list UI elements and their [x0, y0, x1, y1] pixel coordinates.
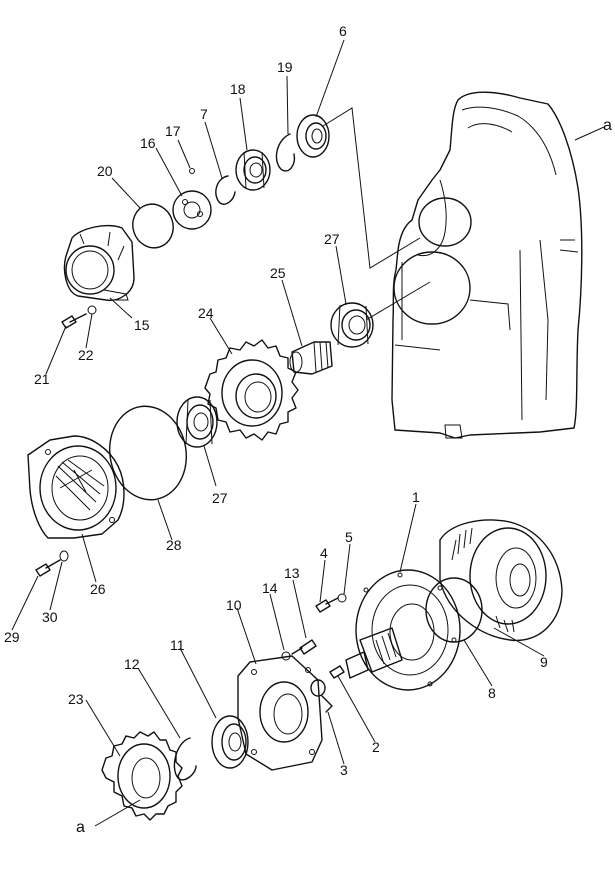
label-4: 4 — [320, 545, 328, 561]
label-5: 5 — [345, 529, 353, 545]
washer-5 — [337, 593, 347, 603]
bolt-4 — [315, 597, 339, 613]
gear-23 — [101, 731, 183, 821]
label-8: 8 — [488, 685, 496, 701]
label-26: 26 — [90, 581, 106, 597]
label-20: 20 — [97, 163, 113, 179]
label-23: 23 — [68, 691, 84, 707]
seal-ring-20 — [132, 203, 174, 249]
reference-a-top: a — [603, 117, 612, 134]
label-24: 24 — [198, 305, 214, 321]
transmission-case — [391, 91, 583, 439]
label-11: 11 — [170, 637, 185, 653]
label-3: 3 — [340, 762, 348, 778]
spline-shaft-25 — [289, 341, 333, 375]
snap-ring-12 — [173, 737, 197, 781]
snap-ring-19 — [275, 133, 296, 172]
label-10: 10 — [226, 597, 242, 613]
pump-flange-1 — [345, 569, 461, 691]
part-labels: 6 19 18 7 17 16 20 15 21 22 24 25 27 27 … — [4, 23, 612, 836]
label-12: 12 — [124, 656, 140, 672]
label-2: 2 — [372, 739, 380, 755]
label-17: 17 — [165, 123, 181, 139]
housing-9 — [439, 519, 563, 642]
bolt-21 — [61, 313, 87, 329]
label-18: 18 — [230, 81, 246, 97]
label-21: 21 — [34, 371, 50, 387]
label-9: 9 — [540, 654, 548, 670]
retainer-10 — [237, 655, 323, 771]
label-1: 1 — [412, 489, 420, 505]
plug-3 — [310, 679, 333, 713]
label-27-top: 27 — [324, 231, 340, 247]
bearing-11 — [211, 715, 249, 769]
label-14: 14 — [262, 580, 278, 596]
housing-cover-26 — [27, 435, 125, 539]
bearing-27-lower — [176, 396, 218, 448]
label-22: 22 — [78, 347, 94, 363]
bearing-27-upper — [330, 302, 374, 348]
washer-30 — [59, 550, 69, 562]
bearing-6 — [296, 114, 330, 158]
label-19: 19 — [277, 59, 293, 75]
reference-a-bottom: a — [76, 819, 85, 836]
flange-16 — [172, 190, 212, 230]
bolt-29 — [35, 559, 61, 577]
label-30: 30 — [42, 609, 58, 625]
label-27-bottom: 27 — [212, 490, 228, 506]
o-ring-28 — [108, 405, 188, 501]
bolt-13 — [291, 639, 317, 655]
bearing-18 — [235, 149, 271, 191]
snap-ring-7 — [215, 175, 236, 205]
label-16: 16 — [140, 135, 156, 151]
label-15: 15 — [134, 317, 150, 333]
label-28: 28 — [166, 537, 182, 553]
label-6: 6 — [339, 23, 347, 39]
gear-24 — [204, 339, 299, 441]
label-13: 13 — [284, 565, 300, 581]
label-25: 25 — [270, 265, 286, 281]
washer-22 — [87, 305, 97, 315]
label-29: 29 — [4, 629, 20, 645]
ball-17 — [189, 168, 195, 174]
label-7: 7 — [200, 106, 208, 122]
oil-pump-cover — [63, 224, 135, 301]
plug-2 — [329, 665, 345, 679]
